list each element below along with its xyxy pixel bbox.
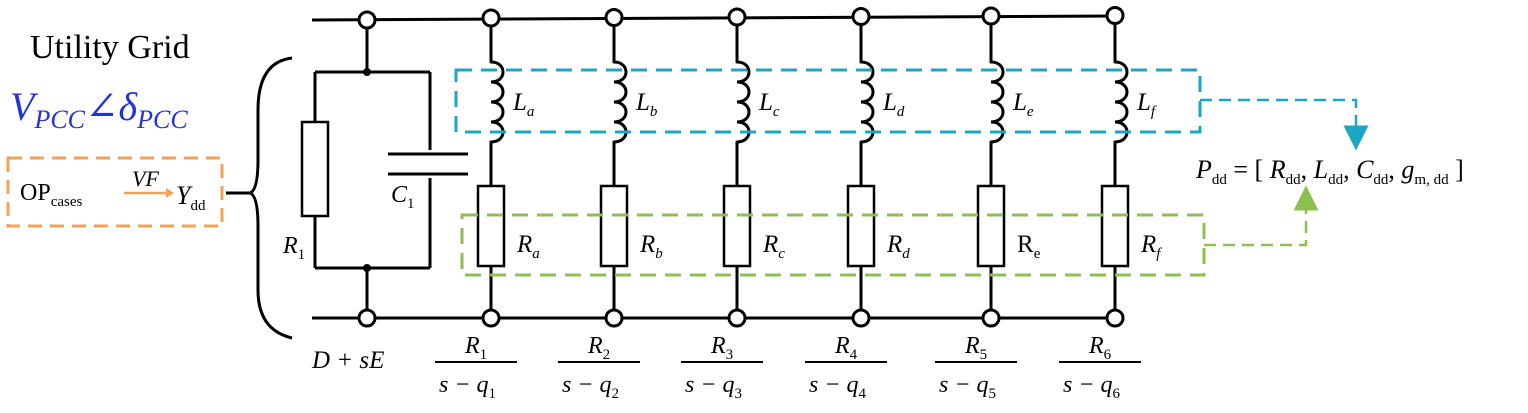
resistor-label: Ra — [516, 231, 540, 262]
resistor-label: Rf — [1140, 231, 1162, 262]
branch-top-node — [981, 6, 1001, 26]
branch-bottom-node — [851, 308, 871, 328]
inductor-label: Lc — [758, 89, 780, 120]
fraction-denominator: s − q4 — [809, 372, 867, 402]
branch-top-node — [481, 8, 501, 28]
fraction-numerator: R1 — [464, 333, 487, 363]
branch-bottom-node — [1105, 308, 1125, 328]
resistor-4 — [846, 184, 876, 268]
c1-label: C1 — [391, 182, 415, 212]
shunt-bottom-node — [357, 308, 377, 328]
grid-title: Utility Grid — [30, 29, 190, 66]
fraction-numerator: R2 — [587, 333, 610, 363]
resistor-group-box — [460, 213, 1206, 277]
inductor-arrow — [1200, 98, 1369, 151]
op-cases-box — [6, 156, 224, 228]
inductor-label: Le — [1012, 89, 1034, 120]
svg-text:R1: R1 — [282, 233, 305, 263]
parameter-vector: Pdd = [ Rdd, Ldd, Cdd, gm, dd ] — [1195, 155, 1464, 188]
branch-bottom-node — [981, 308, 1001, 328]
resistor-label: Rb — [639, 231, 663, 262]
inductor-group-box — [454, 68, 1202, 134]
inductor-3 — [735, 60, 751, 144]
fraction-denominator: s − q6 — [1063, 372, 1121, 402]
fraction-denominator: s − q1 — [439, 372, 496, 402]
branch-top-node — [604, 8, 624, 27]
fraction-denominator: s − q5 — [939, 372, 996, 402]
svg-text:Ydd: Ydd — [176, 181, 206, 214]
resistor-2 — [599, 184, 629, 268]
shunt-term: D + sE — [311, 347, 384, 374]
svg-text:C1: C1 — [391, 182, 415, 212]
top-bus — [311, 14, 1116, 22]
inductor-5 — [989, 60, 1005, 144]
fraction-denominator: s − q2 — [562, 372, 619, 402]
inductor-1 — [489, 60, 505, 144]
branch-bottom-node — [604, 308, 624, 328]
fraction-denominator: s − q3 — [685, 372, 742, 402]
shunt-resistor — [300, 120, 330, 218]
inductor-label: Lb — [635, 89, 658, 120]
resistor-label: Re — [1017, 231, 1041, 262]
shunt-top-node — [357, 10, 377, 30]
r1-label: R1 — [282, 233, 305, 263]
resistor-label: Rd — [886, 231, 910, 262]
resistor-6 — [1100, 184, 1130, 268]
resistor-label: Rc — [762, 231, 785, 262]
y-dd-label: Ydd — [176, 181, 206, 214]
fraction-numerator: R4 — [834, 333, 858, 363]
resistor-5 — [976, 184, 1006, 268]
inductor-4 — [859, 60, 875, 144]
vf-method-label: VF — [132, 166, 159, 191]
vf-arrow-head — [166, 188, 174, 198]
inductor-label: La — [512, 89, 534, 120]
svg-text:Pdd = [ Rdd, Ldd, Cdd, gm, dd: Pdd = [ Rdd, Ldd, Cdd, gm, dd ] — [1195, 155, 1464, 188]
branch-bottom-node — [727, 308, 747, 328]
pcc-voltage-label: VPCC∠δPCC — [10, 84, 188, 134]
svg-text:OPcases: OPcases — [20, 180, 82, 210]
resistor-3 — [722, 184, 752, 268]
branch-top-node — [1105, 6, 1125, 25]
fraction-numerator: R3 — [710, 333, 733, 363]
fraction-numerator: R6 — [1088, 333, 1112, 363]
svg-text:VPCC∠δPCC: VPCC∠δPCC — [10, 84, 188, 134]
resistor-arrow — [1204, 185, 1319, 247]
inductor-label: Ld — [882, 89, 905, 120]
inductor-6 — [1113, 60, 1129, 144]
branch-top-node — [727, 7, 747, 27]
inductor-label: Lf — [1136, 89, 1157, 120]
resistor-1 — [476, 184, 506, 268]
grid-brace — [245, 56, 293, 340]
fraction-numerator: R5 — [964, 333, 987, 363]
inductor-2 — [612, 60, 628, 144]
branch-top-node — [851, 7, 871, 26]
branch-bottom-node — [481, 308, 501, 328]
op-cases-label: OPcases — [20, 180, 82, 210]
